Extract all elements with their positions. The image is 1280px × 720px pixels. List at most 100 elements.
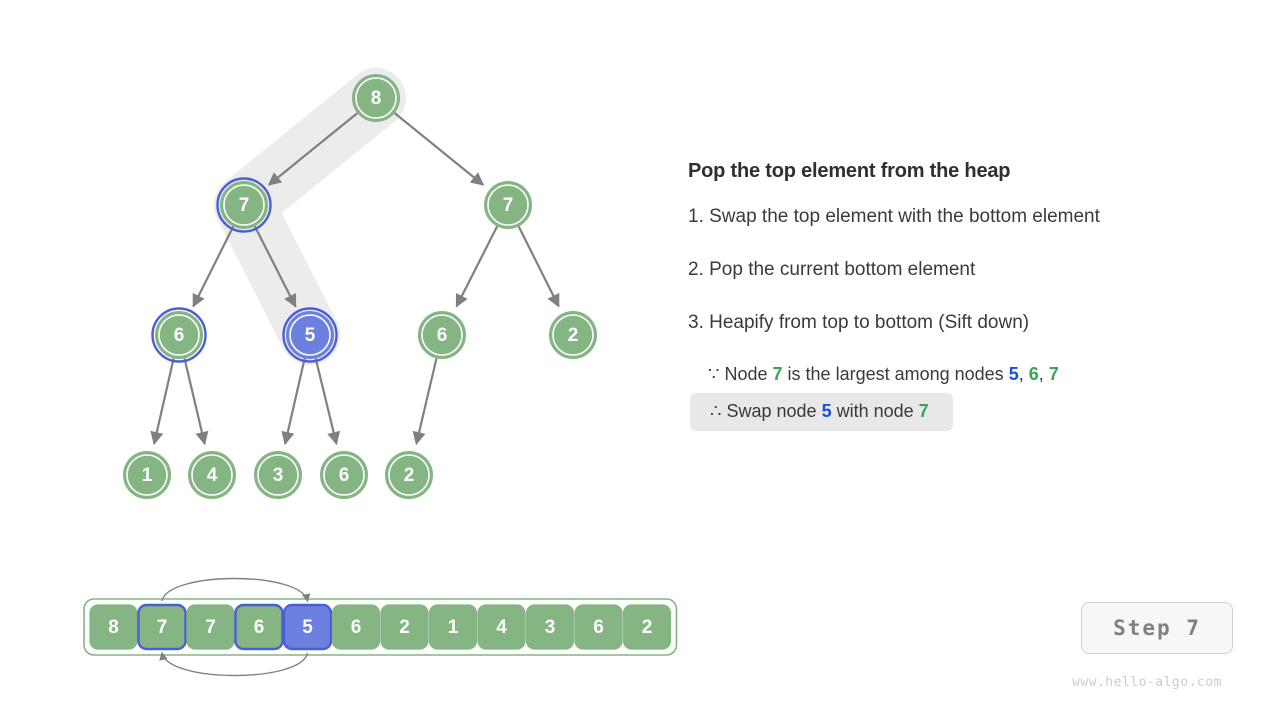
- node-selection-ring: [282, 307, 338, 363]
- node-value: 7: [239, 195, 250, 216]
- reason-candidate-2: 7: [1048, 364, 1059, 385]
- node-value: 2: [404, 465, 415, 486]
- array-cell-value: 2: [399, 617, 410, 638]
- reason-comma-1: ,: [1038, 364, 1044, 385]
- array-swap-arrows: [159, 577, 311, 677]
- tree-node[interactable]: 6: [418, 311, 466, 359]
- reason-middle: is the largest among nodes: [787, 364, 1004, 385]
- array-cell-box: [137, 603, 187, 651]
- array-cell[interactable]: 6: [574, 604, 623, 650]
- tree-edge: [150, 358, 175, 446]
- tree-node[interactable]: 3: [254, 451, 302, 499]
- array-cell-box: [477, 604, 526, 650]
- array-cell[interactable]: 2: [380, 604, 429, 650]
- node-inner-ring: [289, 314, 331, 356]
- node-inner-ring: [257, 454, 299, 496]
- node-circle: [385, 451, 433, 499]
- array-cell-value: 6: [351, 617, 362, 638]
- tree-node[interactable]: 6: [151, 307, 207, 363]
- conclusion-to-value: 7: [918, 400, 929, 421]
- array-cell-box: [380, 604, 429, 650]
- array-cell-value: 7: [157, 617, 168, 638]
- array-cell[interactable]: 7: [137, 603, 187, 651]
- tree-edge: [517, 225, 560, 308]
- tree-edge: [267, 112, 359, 186]
- array-cell[interactable]: 5: [282, 603, 333, 651]
- tree-edge: [192, 225, 235, 308]
- explanation-panel: Pop the top element from the heap 1. Swa…: [688, 160, 1248, 432]
- node-circle: [188, 451, 236, 499]
- tree-node[interactable]: 4: [188, 451, 236, 499]
- tree-node[interactable]: 1: [123, 451, 171, 499]
- array-cell[interactable]: 8: [89, 604, 138, 650]
- node-inner-ring: [158, 314, 200, 356]
- array-cell-box: [186, 604, 235, 650]
- tree-node[interactable]: 7: [484, 181, 532, 229]
- array-frame: [83, 598, 678, 656]
- step-item-1: 1. Swap the top element with the bottom …: [688, 206, 1100, 227]
- node-inner-ring: [421, 314, 463, 356]
- node-circle: [123, 451, 171, 499]
- conclusion-prefix: Swap node: [726, 400, 817, 421]
- node-inner-ring: [126, 454, 168, 496]
- reason-candidate-0: 5: [1008, 364, 1019, 385]
- tree-edge: [393, 112, 485, 186]
- reason-line: ∵ Node 7 is the largest among nodes 5, 6…: [688, 363, 1248, 386]
- array-cell-box: [428, 604, 478, 650]
- tree-node[interactable]: 6: [320, 451, 368, 499]
- watermark: www.hello-algo.com: [1072, 675, 1222, 690]
- node-value: 7: [503, 195, 514, 216]
- node-circle: [352, 74, 400, 122]
- tree-node[interactable]: 2: [385, 451, 433, 499]
- tree-edge: [412, 358, 438, 446]
- node-circle: [286, 311, 334, 359]
- array-cell-value: 6: [254, 617, 265, 638]
- reason-candidate-1: 6: [1028, 364, 1039, 385]
- conclusion-line: ∴ Swap node 5 with node 7: [710, 401, 929, 421]
- tree-node[interactable]: 5: [282, 307, 338, 363]
- node-value: 6: [339, 465, 350, 486]
- node-value: 1: [142, 465, 153, 486]
- array-cell[interactable]: 3: [525, 604, 575, 650]
- node-inner-ring: [323, 454, 365, 496]
- conclusion-highlight-box: ∴ Swap node 5 with node 7: [690, 392, 953, 432]
- therefore-symbol: ∴: [710, 400, 722, 421]
- array-cell-value: 4: [496, 617, 507, 638]
- array-cell[interactable]: 7: [186, 604, 235, 650]
- node-circle: [155, 311, 203, 359]
- because-symbol: ∵: [708, 364, 720, 385]
- step-item-2: 2. Pop the current bottom element: [688, 258, 976, 280]
- array-cell[interactable]: 6: [234, 603, 284, 651]
- array-cell-value: 3: [545, 617, 556, 638]
- swap-arrow-forward: [161, 577, 311, 603]
- array-cell[interactable]: 4: [477, 604, 526, 650]
- tree-edge: [281, 358, 306, 446]
- reason-comma-0: ,: [1018, 364, 1024, 385]
- node-value: 6: [437, 325, 448, 346]
- node-selection-ring: [216, 177, 272, 233]
- array-cell[interactable]: 1: [428, 604, 478, 650]
- array-cell-box: [574, 604, 623, 650]
- tree-node[interactable]: 8: [352, 74, 400, 122]
- array-cell-value: 1: [448, 617, 459, 638]
- node-selection-ring: [151, 307, 207, 363]
- tree-node[interactable]: 2: [549, 311, 597, 359]
- array-cell-value: 7: [205, 617, 216, 638]
- reason-prefix: Node: [724, 364, 768, 385]
- step-item-3: 3. Heapify from top to bottom (Sift down…: [688, 311, 1030, 333]
- array-cell-value: 6: [593, 617, 604, 638]
- array-cell[interactable]: 2: [622, 604, 672, 650]
- array-cell-box: [525, 604, 575, 650]
- node-value: 5: [305, 325, 316, 346]
- node-circle: [418, 311, 466, 359]
- array-cell[interactable]: 6: [331, 604, 381, 650]
- node-value: 6: [174, 325, 185, 346]
- tree-node[interactable]: 7: [216, 177, 272, 233]
- tree-edge: [183, 358, 209, 446]
- array-cell-value: 5: [302, 617, 313, 638]
